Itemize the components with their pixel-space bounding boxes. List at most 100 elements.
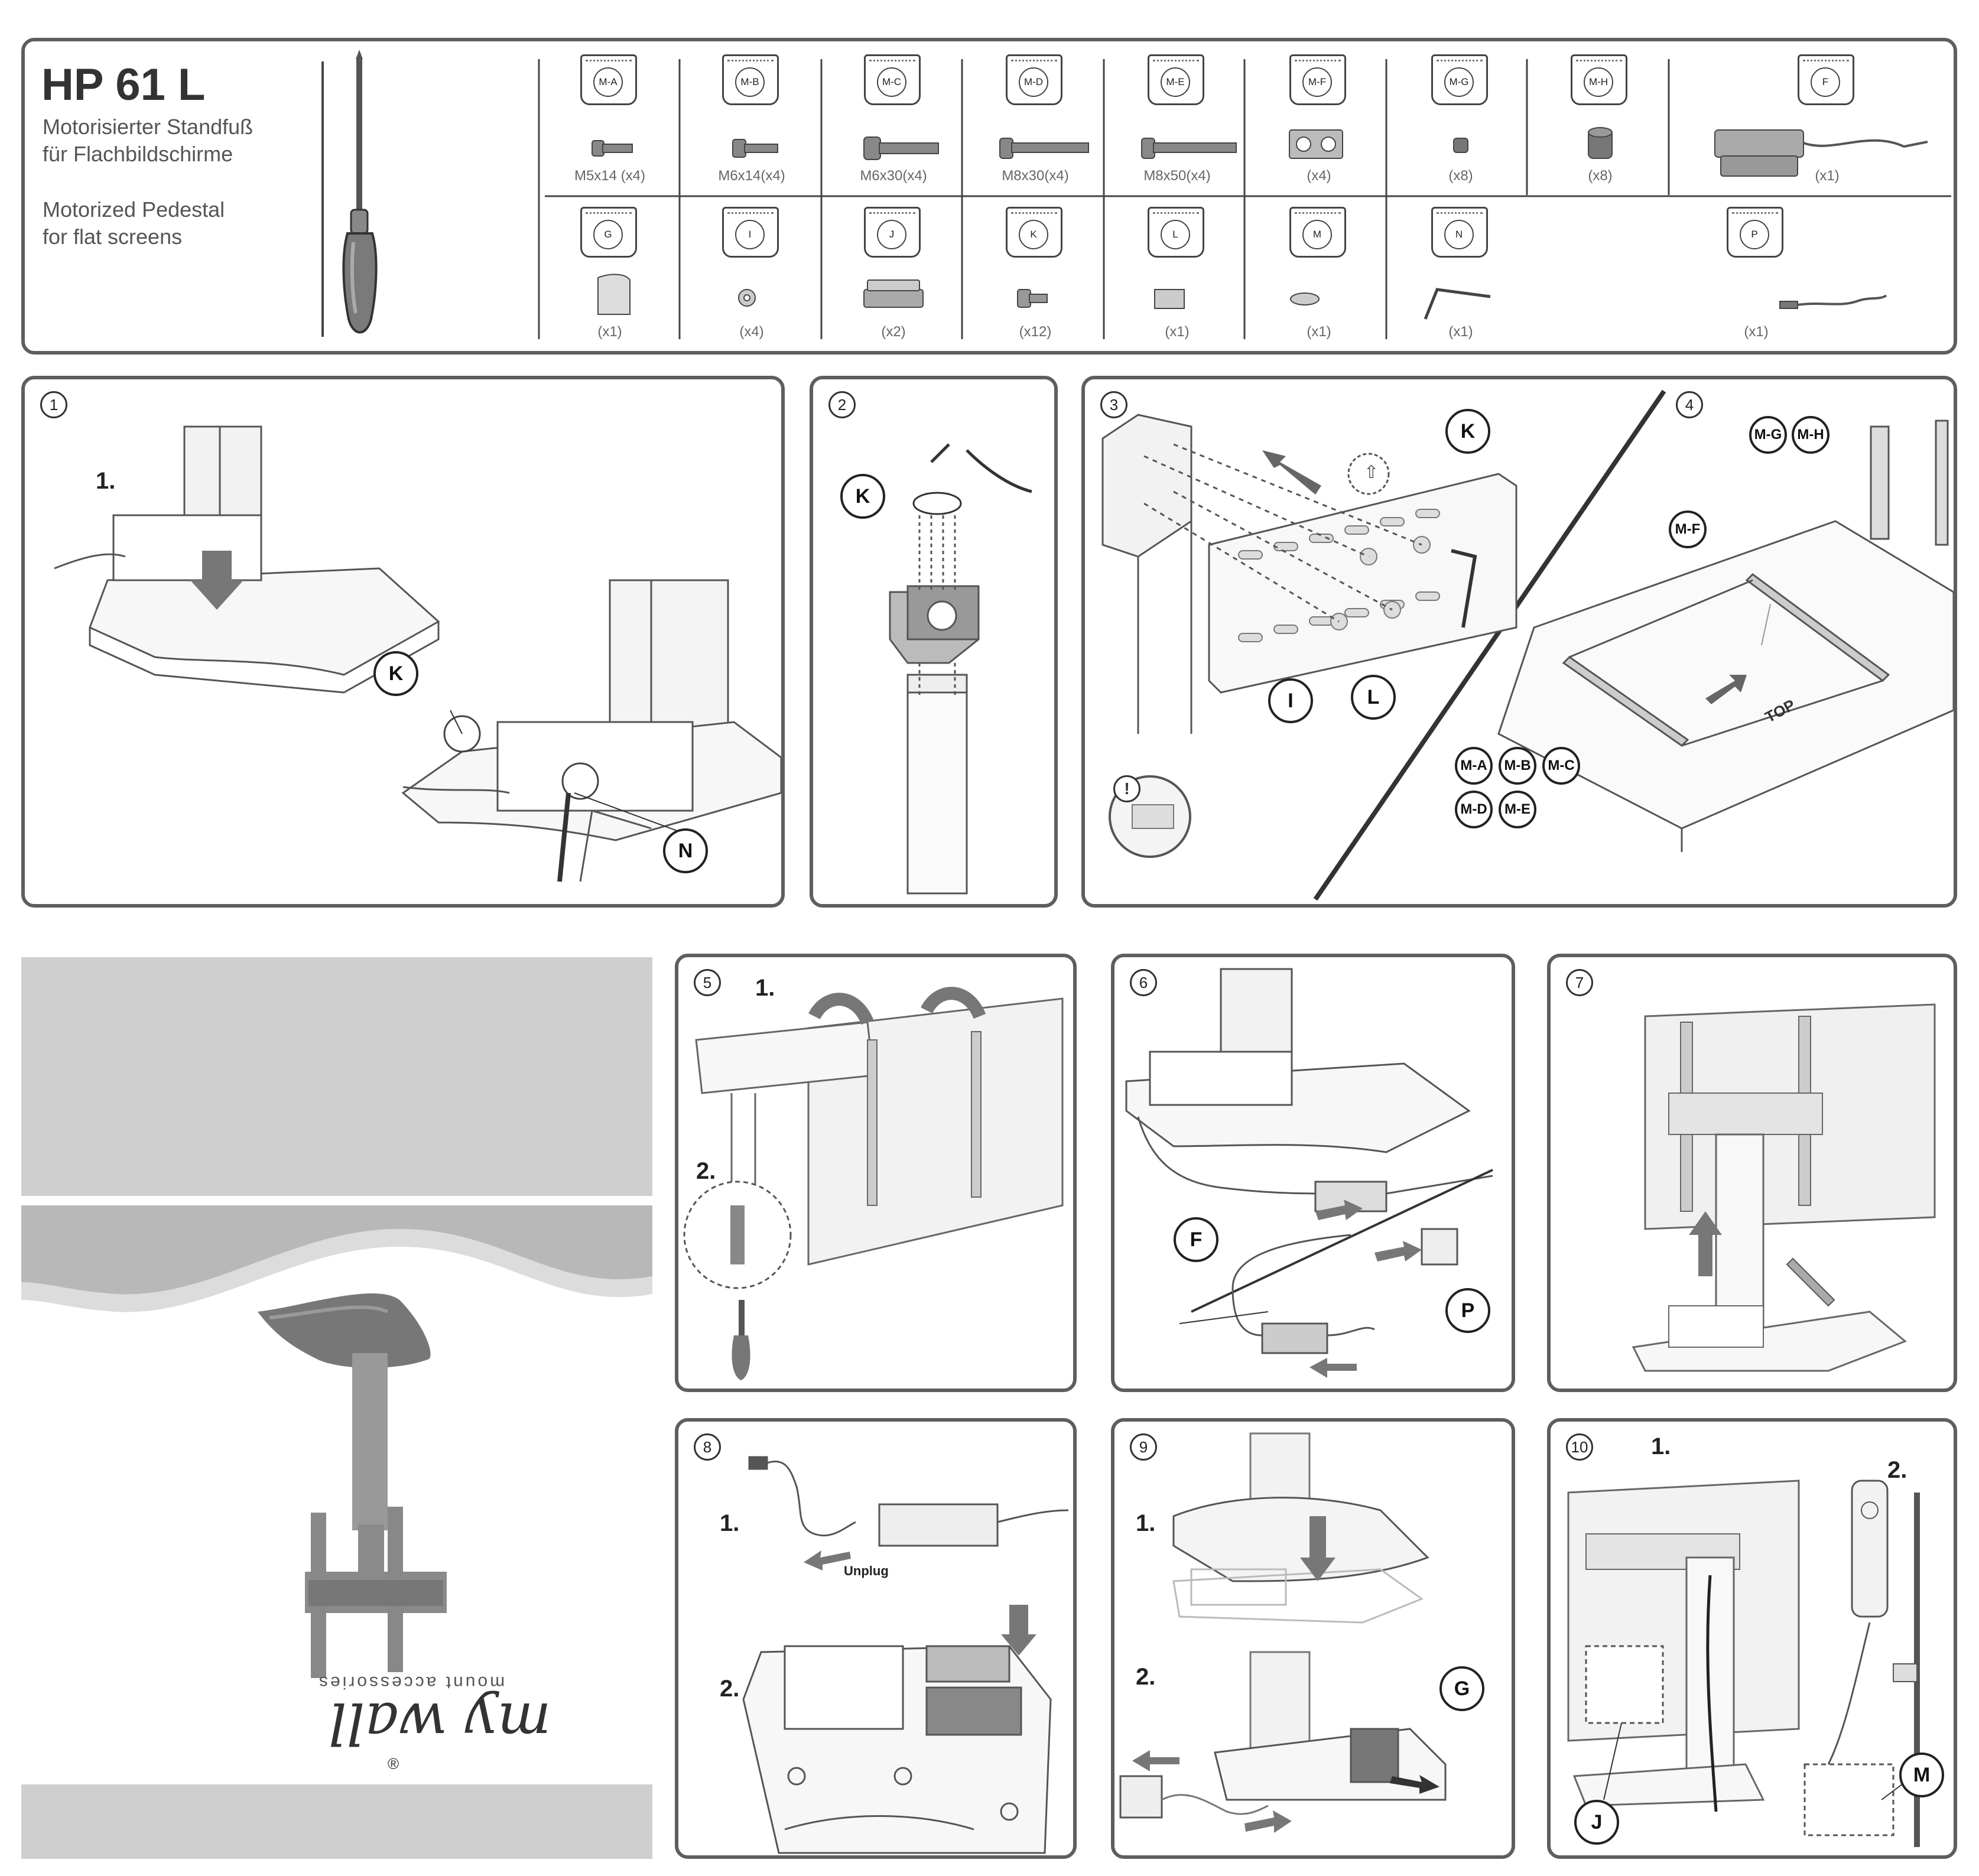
- callout-f: F: [1174, 1217, 1218, 1262]
- step-7-panel: 7: [1547, 954, 1957, 1392]
- parts-panel: HP 61 L Motorisierter Standfuß für Flach…: [21, 38, 1957, 355]
- part-qty: (x1): [1165, 324, 1190, 340]
- callout-p: P: [1445, 1288, 1490, 1333]
- step-number: 7: [1566, 969, 1593, 996]
- part-qty: (x1): [1744, 324, 1769, 340]
- step-9-panel: 9 1. 2. G: [1111, 1418, 1515, 1859]
- desc-de-1: Motorisierter Standfuß: [43, 115, 254, 139]
- cover-top-block: [21, 957, 652, 1196]
- substep-label: 2.: [696, 1158, 716, 1184]
- desc-en-2: for flat screens: [43, 225, 183, 249]
- part-bag-m-a: M-A: [580, 54, 637, 105]
- callout-m-c: M-C: [1542, 747, 1580, 785]
- step-number: 8: [694, 1433, 721, 1461]
- callout-k: K: [1445, 409, 1490, 454]
- part-bag-g: G: [580, 207, 637, 258]
- callout-m: M: [1899, 1753, 1944, 1797]
- step-number: 9: [1130, 1433, 1157, 1461]
- substep-label: 2.: [1887, 1457, 1907, 1483]
- unplug-label: Unplug: [844, 1563, 889, 1578]
- part-bag-f: F: [1798, 54, 1854, 105]
- callout-k: K: [373, 651, 418, 696]
- callout-m-h: M-H: [1792, 416, 1829, 454]
- part-bag-m-h: M-H: [1571, 54, 1627, 105]
- part-bag-m-d: M-D: [1006, 54, 1062, 105]
- callout-m-a: M-A: [1455, 747, 1493, 785]
- part-bag-m-b: M-B: [722, 54, 779, 105]
- part-bag-n: N: [1431, 207, 1488, 258]
- cover-illustration: [21, 1205, 652, 1678]
- step-3-4-panel: 3 4: [1081, 376, 1957, 908]
- brand-logo: my wall: [329, 1690, 551, 1756]
- part-bag-m-c: M-C: [864, 54, 921, 105]
- part-qty: (x1): [1448, 324, 1473, 340]
- step-number: 2: [828, 391, 856, 418]
- brand-registered-mark: ®: [388, 1755, 399, 1773]
- part-qty: (x1): [1815, 168, 1840, 184]
- substep-label: 2.: [1136, 1664, 1156, 1690]
- substep-label: 1.: [1136, 1510, 1156, 1536]
- part-qty: (x8): [1588, 168, 1613, 184]
- callout-n: N: [663, 828, 708, 873]
- cover-image: my wall mount accessories ®: [21, 1205, 652, 1784]
- part-bag-j: J: [864, 207, 921, 258]
- desc-en-1: Motorized Pedestal: [43, 197, 225, 222]
- step-10-illustration: [1567, 1480, 1920, 1847]
- part-qty: (x1): [597, 324, 622, 340]
- callout-g: G: [1439, 1666, 1484, 1711]
- callout-i: I: [1268, 678, 1313, 723]
- part-bag-l: L: [1148, 207, 1204, 258]
- part-bag-m-g: M-G: [1431, 54, 1488, 105]
- parts-illustrations: [321, 50, 1951, 339]
- step-8-illustration: [742, 1456, 1069, 1854]
- callout-m-g: M-G: [1749, 416, 1787, 454]
- step-5-illustration: [683, 987, 1064, 1380]
- step-number: 10: [1566, 1433, 1593, 1461]
- cover-bottom-block: [21, 1784, 652, 1859]
- callout-j: J: [1574, 1800, 1619, 1845]
- part-qty: (x1): [1307, 324, 1331, 340]
- step-5-panel: 5 1. 2.: [675, 954, 1077, 1392]
- part-bag-m: M: [1289, 207, 1346, 258]
- substep-label: 1.: [1651, 1433, 1671, 1459]
- step-number: 3: [1100, 391, 1127, 418]
- substep-label: 1.: [96, 468, 116, 494]
- callout-m-e: M-E: [1499, 791, 1536, 828]
- part-qty: M5x14 (x4): [574, 168, 646, 184]
- part-qty: M6x30(x4): [860, 168, 927, 184]
- callout-m-b: M-B: [1499, 747, 1536, 785]
- part-bag-k: K: [1006, 207, 1062, 258]
- step-8-panel: 8 1. 2. Unplug: [675, 1418, 1077, 1859]
- part-bag-i: I: [722, 207, 779, 258]
- step-number: 5: [694, 969, 721, 996]
- part-qty: M8x50(x4): [1143, 168, 1211, 184]
- part-bag-p: P: [1727, 207, 1783, 258]
- substep-label: 2.: [720, 1676, 740, 1702]
- step-6-panel: 6 F P: [1111, 954, 1515, 1392]
- step-1-illustration: [54, 425, 781, 882]
- step-9-illustration: [1119, 1432, 1447, 1833]
- part-qty: (x8): [1448, 168, 1473, 184]
- warning-icon: !: [1113, 775, 1140, 802]
- brand-tagline: mount accessories: [317, 1673, 505, 1692]
- part-qty: M8x30(x4): [1002, 168, 1069, 184]
- step-number: 6: [1130, 969, 1157, 996]
- callout-l: L: [1351, 675, 1396, 720]
- arrow-up-icon: ⇧: [1364, 463, 1379, 482]
- step-7-illustration: [1632, 1003, 1936, 1372]
- part-bag-m-e: M-E: [1148, 54, 1204, 105]
- callout-k: K: [840, 474, 885, 519]
- callout-m-f: M-F: [1669, 511, 1707, 548]
- step-3-4-illustration: [1101, 389, 1954, 901]
- model-title: HP 61 L: [41, 60, 206, 110]
- part-bag-m-f: M-F: [1289, 54, 1346, 105]
- callout-m-d: M-D: [1455, 791, 1493, 828]
- step-number: 4: [1676, 391, 1703, 418]
- substep-label: 1.: [755, 975, 775, 1001]
- part-qty: (x4): [739, 324, 764, 340]
- desc-de-2: für Flachbildschirme: [43, 142, 233, 166]
- part-qty: (x4): [1307, 168, 1331, 184]
- part-qty: (x12): [1019, 324, 1052, 340]
- step-2-panel: 2 K: [810, 376, 1058, 908]
- step-6-illustration: [1125, 968, 1493, 1378]
